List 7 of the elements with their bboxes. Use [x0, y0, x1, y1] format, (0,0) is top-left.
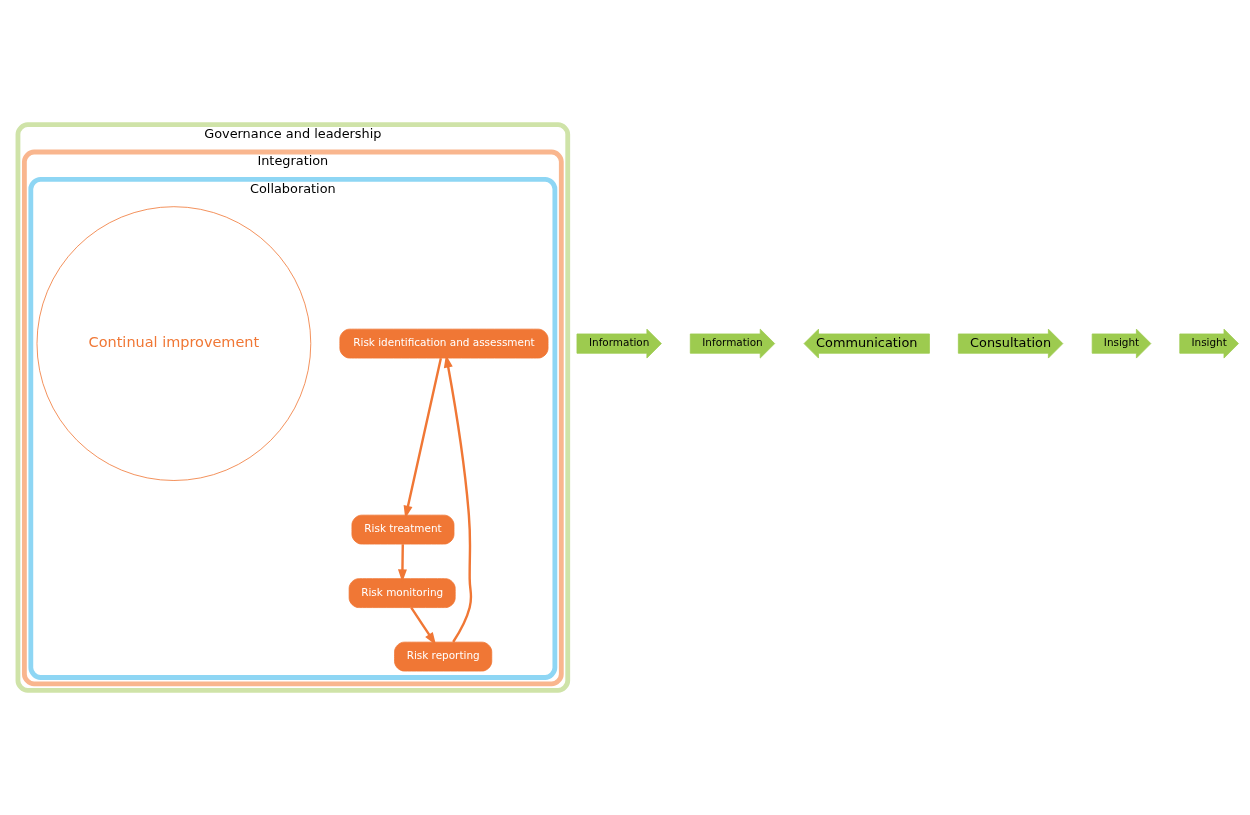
node-circle: Continual improvement [36, 206, 312, 481]
arrow [403, 358, 443, 519]
node-box: Risk treatment [351, 514, 455, 545]
node-box: Risk monitoring [348, 578, 456, 608]
node-box: Risk reporting [394, 641, 493, 672]
node-box: Risk identification and assessment [339, 328, 549, 359]
arrow [410, 606, 437, 646]
